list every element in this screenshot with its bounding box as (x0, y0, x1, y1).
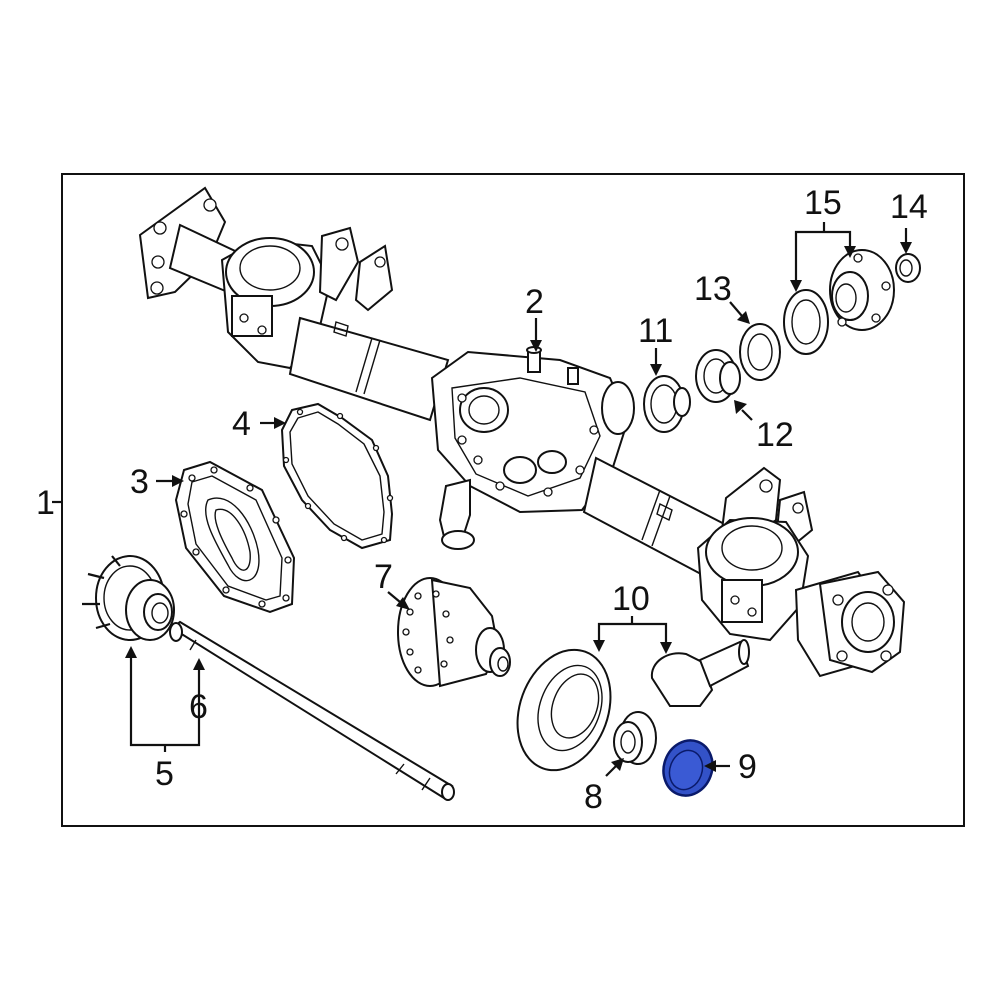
callout-14: 14 (890, 188, 928, 226)
ring-and-pinion[interactable] (501, 637, 750, 784)
side-bearing-cup[interactable] (643, 375, 691, 433)
axle-housing[interactable] (138, 186, 906, 678)
callout-5: 5 (155, 755, 174, 793)
pinion-nut[interactable] (895, 253, 921, 283)
outer-bearing-race[interactable] (739, 323, 781, 381)
differential-case[interactable] (397, 577, 511, 688)
cover-gasket[interactable] (280, 402, 394, 550)
callout-1: 1 (36, 484, 55, 522)
callout-7: 7 (374, 558, 393, 596)
shim-and-pinion-flange[interactable] (783, 249, 895, 355)
side-bearing-cone[interactable] (695, 349, 741, 403)
leader-lines (52, 222, 912, 777)
callout-3: 3 (130, 463, 149, 501)
pinion-bearing[interactable] (613, 711, 657, 765)
wheel-hub[interactable] (82, 555, 175, 641)
differential-cover[interactable] (174, 460, 296, 614)
callout-13: 13 (694, 270, 732, 308)
callout-15: 15 (804, 184, 842, 222)
callout-labels: 1 2 3 4 5 6 7 8 9 10 11 12 13 14 15 (36, 184, 928, 816)
callout-2: 2 (525, 283, 544, 321)
callout-12: 12 (756, 416, 794, 454)
diagram-frame (61, 173, 965, 827)
axle-shaft[interactable] (169, 620, 455, 801)
callout-9: 9 (738, 748, 757, 786)
callout-11: 11 (638, 312, 673, 350)
callout-6: 6 (189, 688, 208, 726)
callout-8: 8 (584, 778, 603, 816)
pinion-seal-highlighted[interactable] (656, 733, 720, 802)
callout-4: 4 (232, 405, 251, 443)
callout-10: 10 (612, 580, 650, 618)
